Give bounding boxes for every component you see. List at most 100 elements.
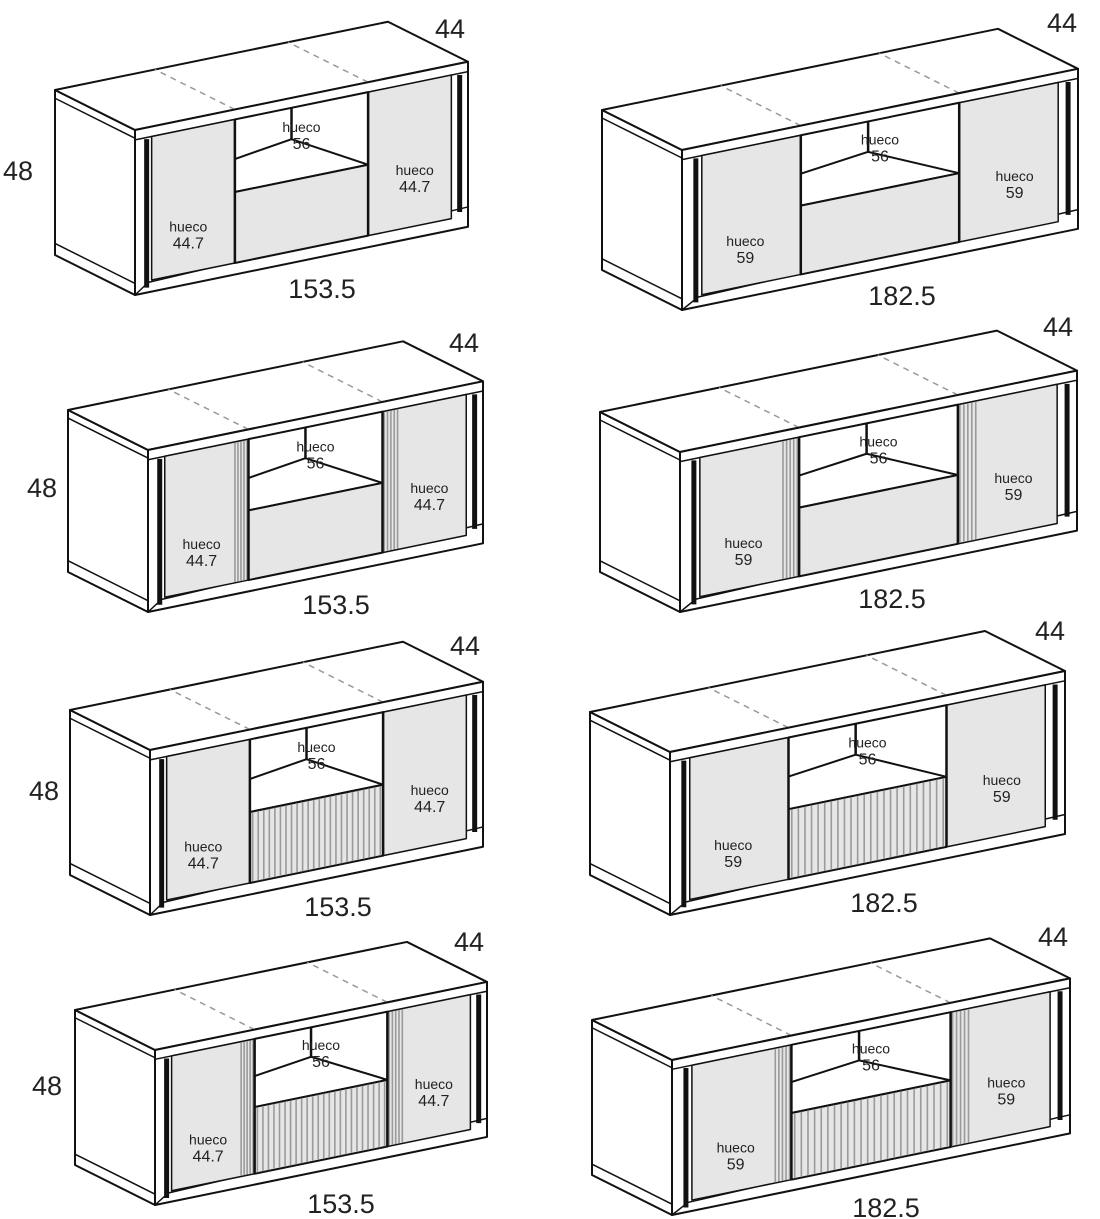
left-hueco-label-value: 44.7: [173, 235, 204, 252]
top-division-dashed-line: [711, 994, 792, 1037]
right-door: [367, 74, 453, 237]
left-hueco-label-value: 59: [727, 1156, 745, 1173]
center-hueco-label-word: hueco: [859, 434, 897, 450]
width-dimension: 182.5: [858, 584, 926, 614]
right-hueco-label-value: 44.7: [414, 799, 445, 816]
width-dimension: 153.5: [288, 274, 356, 304]
center-hueco-label-word: hueco: [297, 739, 335, 755]
right-door: [957, 383, 1058, 545]
left-hueco-label-value: 44.7: [193, 1149, 224, 1166]
left-hueco-label-word: hueco: [726, 233, 764, 249]
width-dimension: 153.5: [307, 1189, 375, 1219]
height-dimension: 48: [3, 156, 33, 186]
right-hueco-label-value: 59: [1006, 185, 1024, 202]
width-dimension: 182.5: [850, 888, 918, 918]
left-hueco-label-value: 44.7: [186, 553, 217, 570]
bottom-edge-line: [67, 559, 149, 602]
top-division-dashed-line: [154, 68, 236, 111]
center-hueco-label-word: hueco: [296, 438, 334, 454]
shelf-back-line: [800, 150, 869, 175]
depth-dimension: 44: [454, 927, 484, 957]
top-division-dashed-line: [287, 41, 369, 83]
bottom-edge-line: [599, 560, 681, 602]
bottom-edge-line: [589, 862, 671, 905]
shelf-back-line: [788, 753, 856, 778]
top-division-dashed-line: [878, 52, 960, 94]
left-hueco-label-value: 59: [735, 552, 753, 569]
center-hueco-label-value: 56: [859, 751, 877, 768]
top-division-dashed-line: [302, 661, 384, 703]
depth-dimension: 44: [1047, 8, 1077, 38]
top-division-dashed-line: [169, 688, 251, 731]
depth-dimension: 44: [449, 328, 479, 358]
shelf-side-line: [858, 1059, 951, 1082]
right-hueco-label-value: 59: [993, 789, 1011, 806]
left-door: [699, 436, 800, 598]
right-door: [949, 991, 1051, 1148]
center-hueco-label-value: 56: [293, 136, 311, 153]
width-dimension: 153.5: [304, 892, 372, 922]
right-hueco-label-word: hueco: [410, 480, 448, 496]
right-hueco-label-value: 59: [1005, 487, 1023, 504]
left-hueco-label-word: hueco: [169, 218, 207, 234]
left-door: [150, 118, 236, 281]
top-division-dashed-line: [718, 386, 800, 429]
right-hueco-label-word: hueco: [987, 1075, 1025, 1091]
right-hueco-label-value: 59: [997, 1092, 1015, 1109]
center-hueco-label-value: 56: [308, 756, 326, 773]
top-division-dashed-line: [708, 687, 789, 729]
height-dimension: 48: [29, 776, 59, 806]
left-hueco-label-word: hueco: [724, 535, 762, 551]
top-division-dashed-line: [870, 962, 951, 1004]
shelf-back-line: [791, 1059, 860, 1083]
top-edge-line: [589, 719, 671, 761]
right-hueco-label-value: 44.7: [418, 1093, 449, 1110]
left-door: [691, 1044, 793, 1201]
left-hueco-label-value: 59: [724, 854, 742, 871]
height-dimension: 48: [27, 473, 57, 503]
shelf-back-line: [249, 758, 307, 780]
depth-dimension: 44: [1038, 922, 1068, 952]
top-edge-line: [69, 717, 151, 759]
top-edge-line: [74, 1017, 156, 1059]
top-division-dashed-line: [866, 654, 947, 696]
right-door: [386, 993, 472, 1148]
right-door: [945, 684, 1046, 848]
top-division-dashed-line: [168, 388, 249, 431]
shelf-side-line: [867, 150, 960, 175]
bottom-edge-line: [74, 1153, 156, 1195]
top-edge-line: [601, 117, 683, 159]
left-door: [689, 736, 790, 901]
depth-dimension: 44: [1035, 616, 1065, 646]
center-hueco-label-word: hueco: [848, 734, 886, 750]
left-hueco-label-word: hueco: [189, 1132, 227, 1148]
left-door: [165, 738, 251, 901]
center-hueco-label-value: 56: [307, 455, 325, 472]
top-division-dashed-line: [720, 84, 802, 127]
center-hueco-label-value: 56: [312, 1054, 330, 1071]
top-edge-line: [599, 419, 681, 461]
left-hueco-label-word: hueco: [183, 536, 221, 552]
right-door: [958, 81, 1059, 243]
left-hueco-label-word: hueco: [717, 1139, 755, 1155]
bottom-edge-line: [591, 1163, 673, 1205]
top-edge-line: [67, 417, 149, 459]
depth-dimension: 44: [1043, 312, 1073, 342]
right-door: [381, 393, 467, 554]
left-hueco-label-word: hueco: [184, 838, 222, 854]
left-hueco-label-word: hueco: [714, 837, 752, 853]
left-hueco-label-value: 44.7: [188, 855, 219, 872]
top-division-dashed-line: [174, 988, 255, 1031]
left-hueco-label-value: 59: [736, 250, 754, 267]
top-division-dashed-line: [307, 961, 388, 1004]
right-hueco-label-word: hueco: [994, 470, 1032, 486]
top-division-dashed-line: [877, 354, 959, 396]
center-hueco-label-value: 56: [871, 149, 889, 166]
